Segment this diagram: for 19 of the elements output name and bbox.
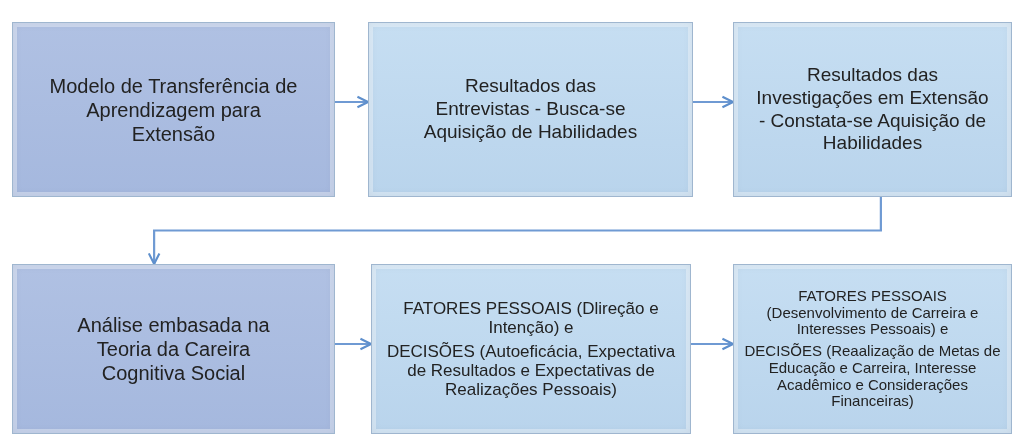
arrow (691, 337, 735, 351)
box-text: Modelo de Transferência de Aprendizagem para Extensão (49, 73, 298, 146)
arrow (147, 197, 882, 266)
box-text: DECISÕES (Reaalização de Metas de Educação e Carreira, Interesse Acadêmico e Considerações Financeiras) (743, 343, 1002, 411)
process-box (733, 22, 1012, 197)
process-box (12, 264, 335, 434)
box-text: Resultados das Entrevistas - Busca-se Aquisição de Habilidades (422, 75, 639, 144)
arrow (335, 337, 373, 351)
box-text: Análise embasada na Teoria da Careira Cognitiva Social (76, 313, 271, 385)
arrow (693, 95, 735, 109)
process-box (733, 264, 1012, 434)
process-box (368, 22, 693, 197)
box-text: FATORES PESSOAIS (Desenvolvimento de Carreira e Interesses Pessoais) e (765, 287, 980, 339)
box-text: Resultados das Investigações em Extensão - Constata-se Aquisição de Habilidades (755, 63, 990, 156)
box-text: FATORES PESSOAIS (Dlireção e Intenção) e (402, 298, 660, 337)
arrow (335, 95, 370, 109)
box-text: DECISÕES (Autoeficácia, Expectativa de Resultados e Expectativas de Realizações Pessoais) (385, 342, 677, 400)
process-box (12, 22, 335, 197)
process-box (371, 264, 691, 434)
